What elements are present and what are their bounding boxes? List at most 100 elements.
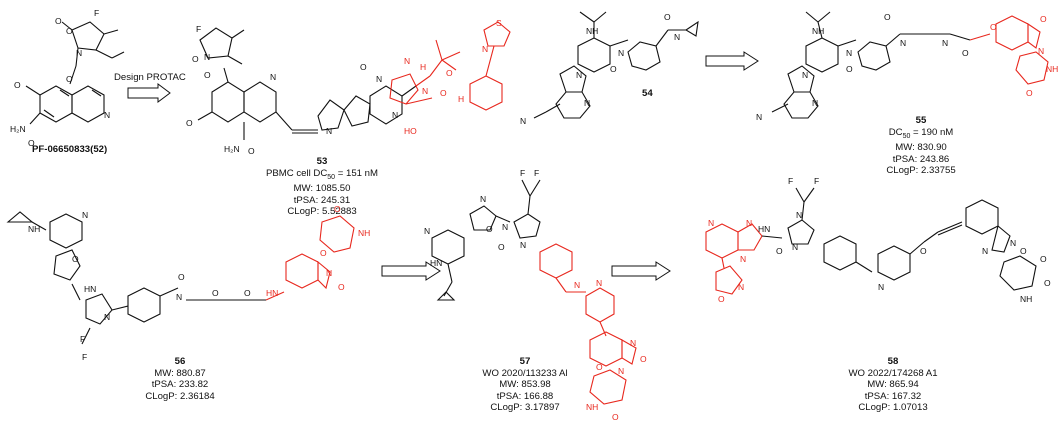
clogp-55: CLogP: 2.33755: [886, 165, 956, 177]
svg-text:N: N: [846, 48, 852, 58]
svg-text:N: N: [812, 98, 818, 108]
svg-text:O: O: [486, 224, 493, 234]
svg-text:F: F: [82, 352, 87, 362]
svg-text:N: N: [404, 56, 410, 66]
clogp-56: CLogP: 2.36184: [145, 390, 215, 402]
svg-text:N: N: [104, 110, 110, 120]
svg-text:HO: HO: [404, 126, 417, 136]
design-protac-label: Design PROTAC: [114, 72, 186, 83]
svg-text:NH: NH: [358, 228, 370, 238]
svg-text:HN: HN: [430, 258, 442, 268]
svg-text:O: O: [338, 282, 345, 292]
compound-label-52: PF-06650833(52): [32, 144, 108, 155]
svg-text:O: O: [610, 64, 617, 74]
mw-53: MW: 1085.50: [293, 183, 351, 195]
svg-text:O: O: [28, 138, 35, 148]
svg-text:O: O: [664, 12, 671, 22]
svg-text:N: N: [104, 312, 110, 322]
svg-text:F: F: [814, 176, 819, 186]
svg-text:HN: HN: [84, 284, 96, 294]
svg-text:NH: NH: [586, 402, 598, 412]
svg-text:N: N: [176, 292, 182, 302]
svg-text:O: O: [640, 354, 647, 364]
svg-text:N: N: [376, 74, 382, 84]
svg-text:F: F: [196, 24, 201, 34]
svg-text:N: N: [326, 126, 332, 136]
svg-text:O: O: [186, 118, 193, 128]
svg-text:N: N: [942, 38, 948, 48]
svg-text:HN: HN: [758, 224, 770, 234]
mw-56: MW: 880.87: [154, 367, 206, 379]
svg-text:NH: NH: [812, 26, 824, 36]
caption-55: 55 DC50 = 190 nM MW: 830.90 tPSA: 243.86…: [866, 115, 976, 177]
tpsa-53: tPSA: 245.31: [293, 194, 351, 206]
svg-text:N: N: [674, 32, 680, 42]
svg-text:O: O: [66, 26, 73, 36]
design-arrow: [127, 83, 171, 103]
patent-57: WO 2020/113233 Al: [482, 367, 568, 379]
svg-text:N: N: [422, 86, 428, 96]
svg-text:NH: NH: [586, 26, 598, 36]
svg-text:O: O: [1040, 254, 1047, 264]
svg-text:O: O: [920, 246, 927, 256]
svg-text:O: O: [178, 272, 185, 282]
svg-text:N: N: [270, 72, 276, 82]
svg-text:N: N: [802, 70, 808, 80]
svg-text:N: N: [1010, 238, 1016, 248]
compound-label-55: 55: [915, 115, 927, 126]
svg-text:N: N: [1038, 46, 1044, 56]
svg-text:O: O: [334, 204, 341, 214]
compound-label-53: 53: [316, 156, 328, 167]
svg-text:O: O: [718, 294, 725, 304]
svg-text:O: O: [612, 412, 619, 422]
svg-text:N: N: [520, 116, 526, 126]
svg-text:N: N: [204, 52, 210, 62]
svg-text:O: O: [776, 246, 783, 256]
caption-58: 58 WO 2022/174268 A1 MW: 865.94 tPSA: 16…: [838, 356, 948, 414]
svg-text:N: N: [326, 268, 332, 278]
svg-text:N: N: [596, 278, 602, 288]
tpsa-55: tPSA: 243.86: [892, 153, 950, 165]
svg-text:N: N: [756, 112, 762, 122]
svg-text:O: O: [248, 146, 255, 156]
svg-text:N: N: [574, 280, 580, 290]
svg-text:N: N: [708, 218, 714, 228]
svg-text:H₂N: H₂N: [10, 124, 26, 134]
svg-text:O: O: [990, 22, 997, 32]
svg-text:N: N: [482, 44, 488, 54]
arrow-56-57: [381, 261, 441, 281]
svg-text:NH: NH: [1046, 64, 1058, 74]
svg-text:O: O: [360, 62, 367, 72]
svg-text:NH: NH: [28, 224, 40, 234]
svg-text:N: N: [584, 98, 590, 108]
mw-55: MW: 830.90: [895, 142, 947, 154]
svg-text:N: N: [796, 210, 802, 220]
svg-text:O: O: [962, 48, 969, 58]
svg-text:O: O: [498, 242, 505, 252]
svg-text:O: O: [846, 64, 853, 74]
compound-label-56: 56: [174, 356, 186, 367]
compound-label-54: 54: [642, 88, 653, 99]
compound-label-58: 58: [887, 356, 899, 367]
svg-text:N: N: [520, 240, 526, 250]
svg-text:N: N: [618, 48, 624, 58]
svg-text:O: O: [212, 288, 219, 298]
svg-text:O: O: [1020, 246, 1027, 256]
svg-text:N: N: [746, 218, 752, 228]
svg-text:N: N: [740, 254, 746, 264]
svg-text:N: N: [618, 366, 624, 376]
clogp-58: CLogP: 1.07013: [858, 402, 928, 414]
svg-text:N: N: [480, 194, 486, 204]
tpsa-56: tPSA: 233.82: [151, 379, 209, 391]
tpsa-58: tPSA: 167.32: [864, 390, 922, 402]
svg-text:HN: HN: [266, 288, 278, 298]
svg-text:N: N: [900, 38, 906, 48]
clogp-57: CLogP: 3.17897: [490, 402, 560, 414]
